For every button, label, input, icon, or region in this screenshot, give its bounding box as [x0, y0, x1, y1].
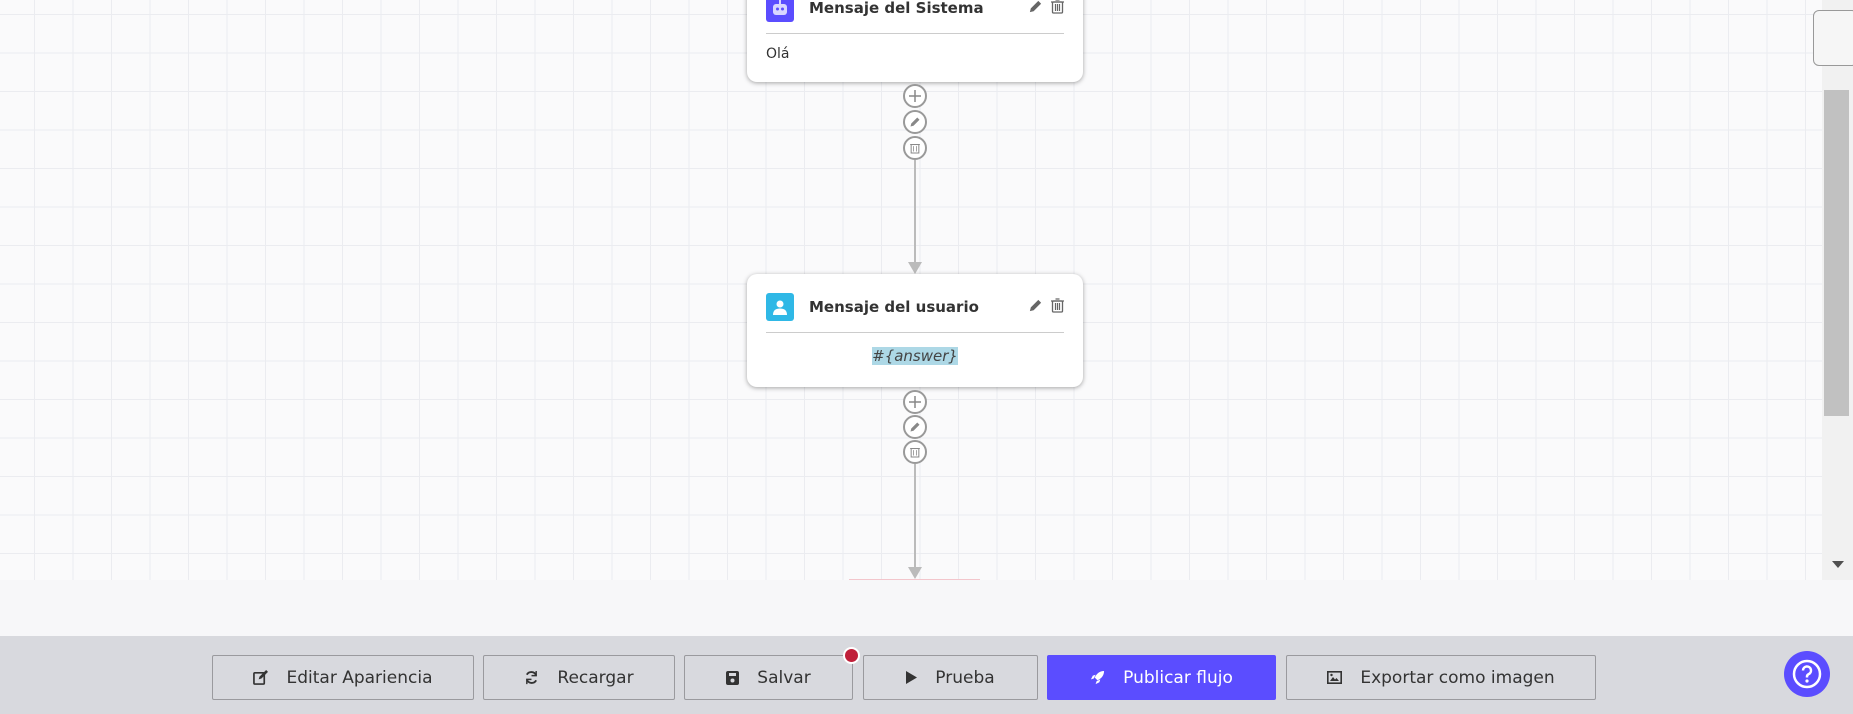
edit-appearance-button[interactable]: Editar Apariencia [212, 655, 474, 700]
button-label: Editar Apariencia [286, 667, 433, 688]
pencil-icon[interactable] [1028, 0, 1043, 18]
rocket-icon [1091, 670, 1105, 685]
divider [766, 33, 1064, 34]
button-label: Recargar [557, 667, 634, 688]
scroll-down-arrow[interactable] [1832, 561, 1844, 568]
image-icon [1327, 671, 1343, 684]
trash-icon[interactable] [1051, 0, 1064, 18]
connector-arrow [908, 567, 922, 579]
connector-line [914, 160, 916, 264]
delete-connection-button[interactable] [903, 136, 927, 160]
button-label: Exportar como imagen [1360, 667, 1555, 688]
robot-icon [766, 0, 794, 22]
add-node-button[interactable] [903, 84, 927, 108]
connector-arrow [908, 262, 922, 274]
export-image-button[interactable]: Exportar como imagen [1286, 655, 1596, 700]
node-title: Mensaje del Sistema [809, 0, 984, 17]
node-title: Mensaje del usuario [809, 298, 979, 316]
pencil-icon[interactable] [1028, 298, 1043, 317]
test-button[interactable]: Prueba [863, 655, 1038, 700]
button-label: Publicar flujo [1123, 667, 1233, 688]
question-icon [1792, 659, 1822, 689]
add-node-button[interactable] [903, 390, 927, 414]
delete-connection-button[interactable] [903, 440, 927, 464]
edit-connection-button[interactable] [903, 110, 927, 134]
reload-button[interactable]: Recargar [483, 655, 675, 700]
node-user-message[interactable]: Mensaje del usuario #{answer} [747, 274, 1083, 387]
edit-icon [253, 670, 269, 685]
connector-line [914, 464, 916, 569]
refresh-icon [526, 670, 538, 685]
button-label: Salvar [757, 667, 811, 688]
node-system-message[interactable]: Mensaje del Sistema Olá [747, 0, 1083, 82]
save-icon [726, 670, 740, 685]
unsaved-changes-indicator [843, 647, 860, 664]
edit-connection-button[interactable] [903, 415, 927, 439]
user-icon [766, 293, 794, 321]
trash-icon[interactable] [1051, 297, 1064, 317]
help-button[interactable] [1784, 651, 1830, 697]
button-label: Prueba [935, 667, 995, 688]
publish-flow-button[interactable]: Publicar flujo [1047, 655, 1276, 700]
node-body-variable: #{answer} [872, 347, 958, 365]
minimap-panel[interactable] [1813, 10, 1853, 66]
divider [766, 332, 1064, 333]
scrollbar-thumb[interactable] [1824, 90, 1849, 416]
save-button[interactable]: Salvar [684, 655, 853, 700]
node-body: Olá [766, 46, 790, 62]
next-node-edge [849, 579, 980, 580]
play-icon [906, 671, 918, 684]
